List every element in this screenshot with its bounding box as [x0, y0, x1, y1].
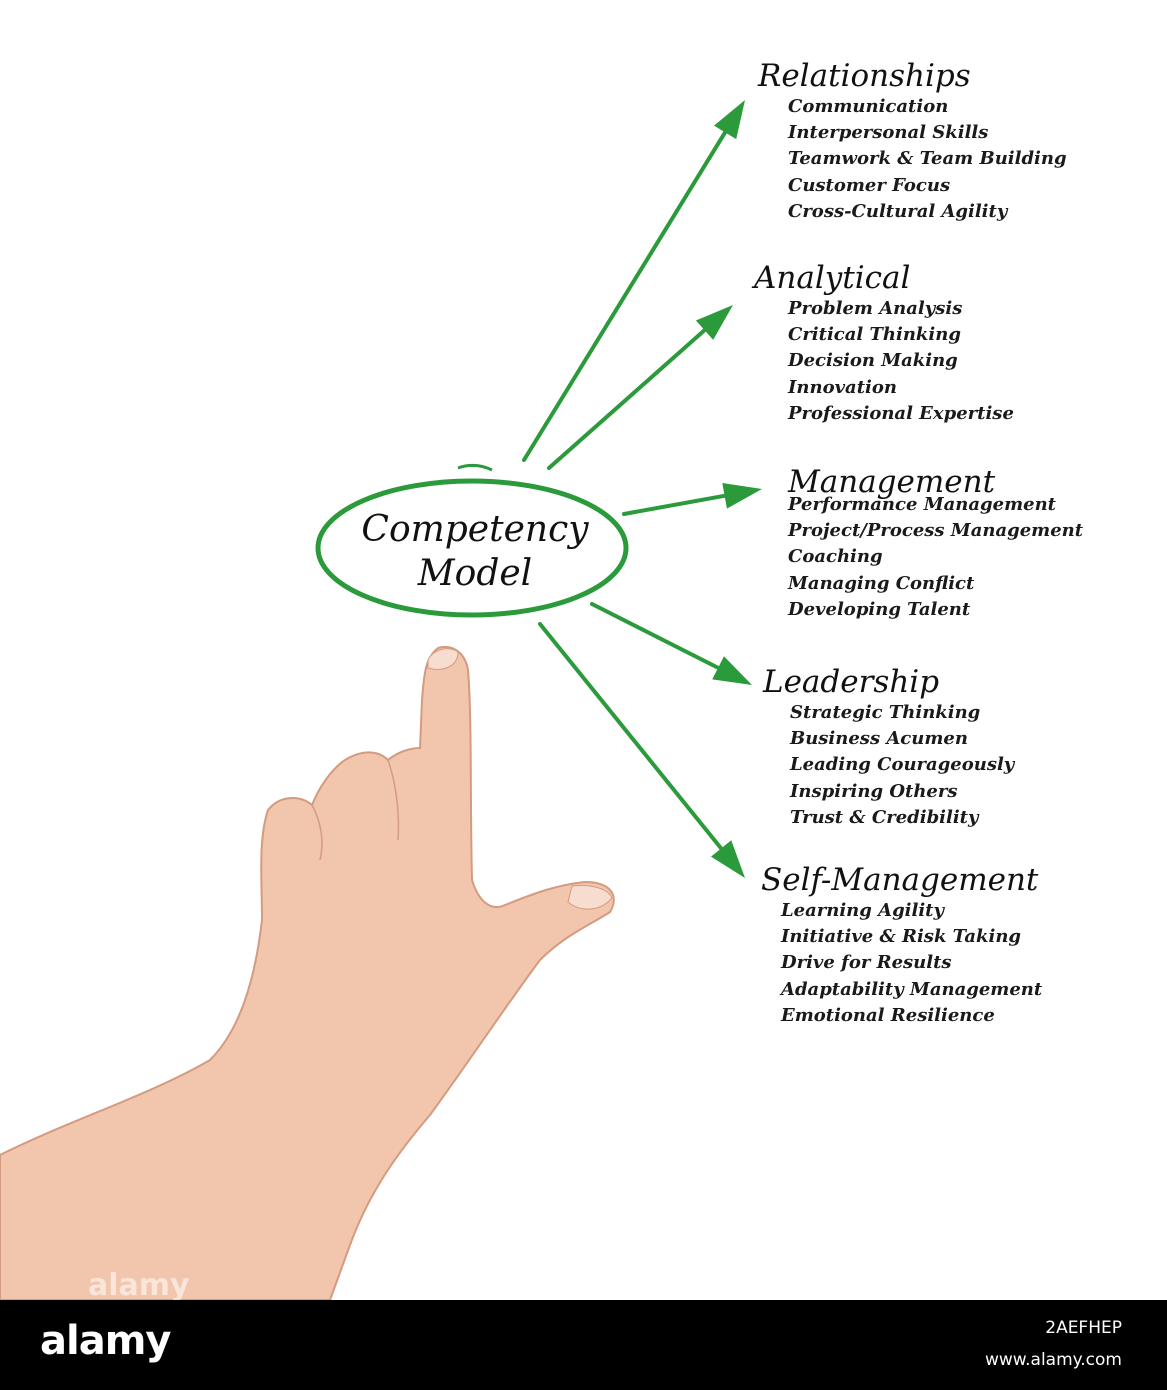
arrow-relationships	[522, 100, 745, 462]
list-item: Customer Focus	[788, 174, 951, 196]
diagram-canvas: Competency Model Relationships Communica…	[0, 58, 1084, 1303]
footer-image-id: 2AEFHEP	[1045, 1318, 1122, 1338]
list-item: Innovation	[788, 376, 897, 398]
list-item: Decision Making	[788, 350, 958, 372]
footer-bar: alamy 2AEFHEP www.alamy.com	[0, 1300, 1167, 1390]
group-title: Self-Management	[761, 862, 1039, 898]
center-title-line2: Model	[417, 553, 533, 594]
list-item: Strategic Thinking	[790, 702, 981, 723]
list-item: Performance Management	[788, 494, 1056, 515]
list-item: Communication	[788, 96, 949, 117]
list-item: Professional Expertise	[788, 402, 1014, 424]
group-title: Management	[788, 464, 996, 500]
group-analytical: Analytical Problem Analysis Critical Thi…	[754, 260, 1014, 427]
group-title: Analytical	[754, 260, 911, 296]
list-item: Emotional Resilience	[781, 1004, 995, 1026]
center-title: Competency Model	[330, 508, 620, 596]
center-title-line1: Competency	[361, 509, 589, 550]
group-title: Leadership	[763, 664, 940, 700]
center-ellipse	[315, 463, 629, 618]
list-item: Trust & Credibility	[790, 806, 979, 828]
arrow-analytical	[547, 305, 733, 470]
group-items: Performance Management Project/Process M…	[788, 492, 1083, 623]
diagram-arrows	[0, 100, 762, 1300]
list-item: Drive for Results	[781, 952, 952, 974]
list-item: Leading Courageously	[790, 754, 1015, 776]
list-item: Managing Conflict	[788, 572, 975, 594]
list-item: Adaptability Management	[781, 978, 1043, 1000]
group-title: Relationships	[758, 58, 971, 94]
list-item: Developing Talent	[788, 598, 971, 620]
list-item: Business Acumen	[790, 728, 968, 750]
hand-pointing-icon	[0, 646, 615, 1300]
list-item: Problem Analysis	[788, 298, 963, 319]
group-items: Communication Interpersonal Skills Teamw…	[788, 94, 1067, 225]
list-item: Interpersonal Skills	[788, 122, 989, 144]
arrow-self-management	[538, 622, 745, 878]
group-items: Problem Analysis Critical Thinking Decis…	[788, 296, 1014, 427]
list-item: Project/Process Management	[788, 520, 1084, 542]
list-item: Critical Thinking	[788, 324, 961, 346]
list-item: Learning Agility	[781, 900, 944, 921]
list-item: Cross-Cultural Agility	[788, 200, 1008, 222]
list-item: Initiative & Risk Taking	[781, 926, 1021, 948]
arrow-management	[622, 482, 762, 516]
footer-url: www.alamy.com	[984, 1350, 1122, 1370]
group-items: Strategic Thinking Business Acumen Leadi…	[790, 700, 1014, 831]
arrow-leadership	[590, 602, 752, 685]
group-self-management: Self-Management Learning Agility Initiat…	[761, 862, 1042, 1029]
group-management: Management Performance Management Projec…	[788, 464, 1083, 623]
list-item: Coaching	[788, 546, 883, 568]
list-item: Teamwork & Team Building	[788, 148, 1067, 170]
list-item: Inspiring Others	[790, 780, 958, 802]
group-relationships: Relationships Communication Interpersona…	[758, 58, 1067, 225]
watermark: alamy	[88, 1268, 190, 1303]
group-items: Learning Agility Initiative & Risk Takin…	[781, 898, 1042, 1029]
footer-logo: alamy	[40, 1318, 171, 1364]
group-leadership: Leadership Strategic Thinking Business A…	[763, 664, 1014, 831]
